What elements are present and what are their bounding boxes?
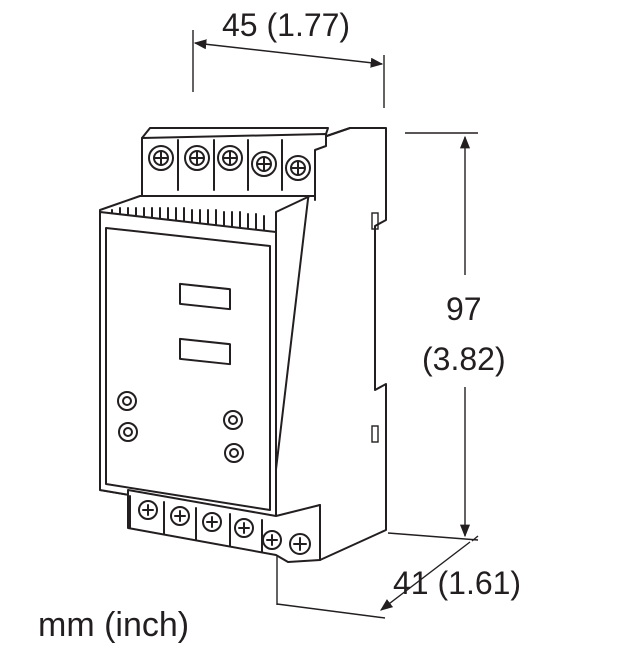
top-terminal-screws xyxy=(148,145,311,181)
height-inch-label: (3.82) xyxy=(422,341,506,377)
indicator-window-1 xyxy=(179,282,231,311)
adjustment-knobs xyxy=(117,391,244,463)
indicator-window-2 xyxy=(179,337,231,366)
top-terminal-block xyxy=(141,127,329,197)
height-dimension: 97 (3.82) xyxy=(387,132,506,541)
height-mm-label: 97 xyxy=(446,291,482,327)
width-dimension: 45 (1.77) xyxy=(192,7,385,108)
width-label: 45 (1.77) xyxy=(222,7,350,43)
units-label: mm (inch) xyxy=(38,606,189,644)
relay-body xyxy=(99,127,387,563)
bottom-terminal-screws xyxy=(138,500,311,555)
depth-dimension: 41 (1.61) xyxy=(276,535,521,619)
bottom-terminal-block xyxy=(127,489,321,563)
depth-label: 41 (1.61) xyxy=(393,565,521,601)
